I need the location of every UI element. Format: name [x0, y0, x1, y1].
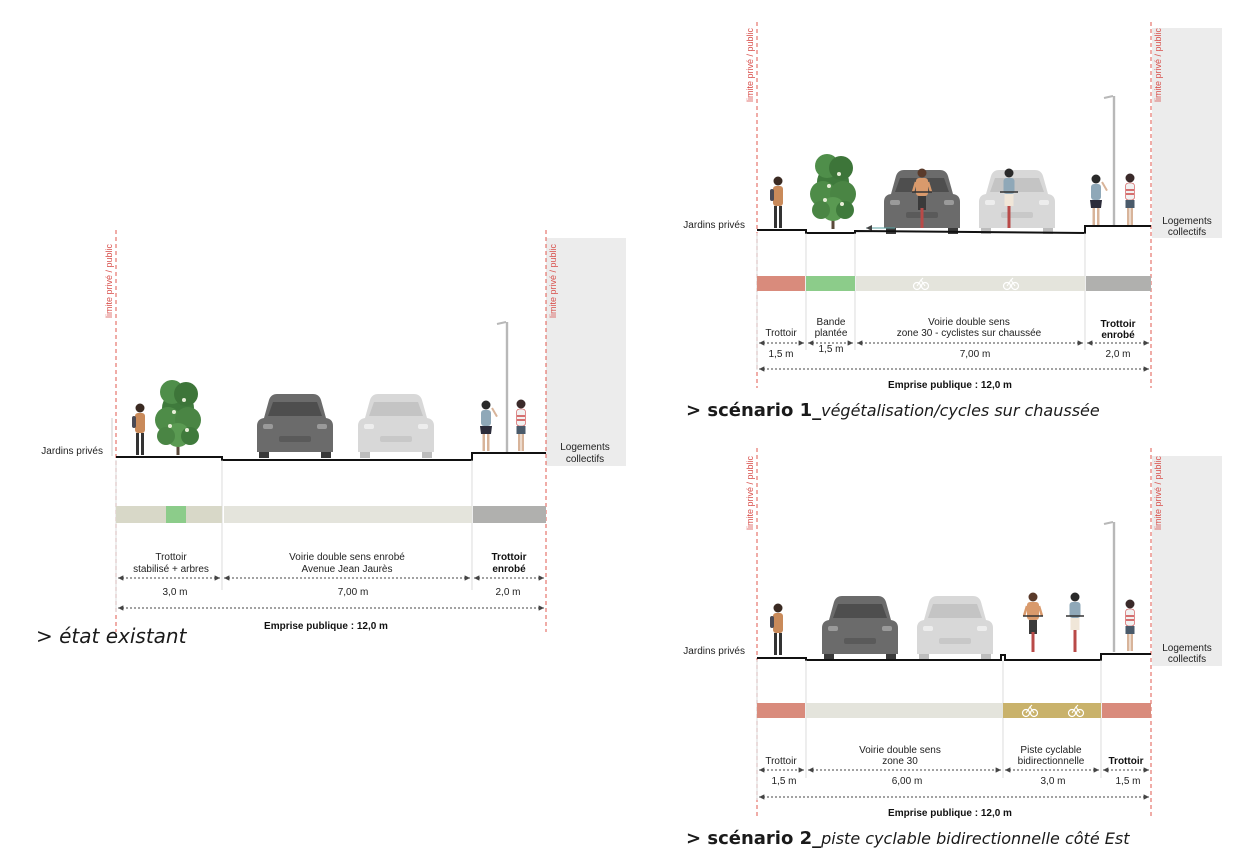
building-block [1152, 456, 1222, 666]
dimension-label: 1,5 m [771, 776, 796, 787]
surface-cycle-track [1003, 703, 1101, 718]
pedestrian-icon [1124, 598, 1136, 652]
cyclist-icon [1021, 591, 1045, 654]
scenario2-section: limite privé / public limite privé / pub… [683, 448, 1222, 819]
segment-label: stabilisé + arbres [133, 564, 209, 575]
pedestrian-icon [770, 176, 783, 228]
limit-label-left: limite privé / public [745, 27, 755, 102]
dimension-label: 3,0 m [162, 587, 187, 598]
caption-title: > scénario 1_ [686, 400, 822, 421]
segment-label: enrobé [1101, 330, 1135, 341]
segment-label: zone 30 - cyclistes sur chaussée [897, 328, 1042, 339]
segment-label: plantée [815, 328, 848, 339]
scenario1-section: limite privé / public limite privé / pub… [683, 22, 1222, 391]
segment-label: Trottoir [155, 552, 187, 563]
surface-planting [806, 276, 855, 291]
surface-road [856, 276, 1085, 291]
pedestrian-icon [515, 398, 527, 452]
segment-label: Trottoir [492, 552, 527, 563]
ground-profile [116, 452, 546, 461]
caption-text: > état existant [36, 624, 187, 648]
left-side-label: Jardins privés [683, 220, 745, 231]
car-icon [822, 596, 898, 660]
segment-label: Piste cyclable [1020, 745, 1082, 756]
segment-label: Trottoir [765, 756, 797, 767]
caption-subtitle: végétalisation/cycles sur chaussée [821, 401, 1100, 420]
pedestrian-icon [132, 403, 145, 455]
caption-scenario2: > scénario 2_piste cyclable bidirectionn… [686, 828, 1129, 849]
limit-label-left: limite privé / public [104, 243, 114, 318]
pedestrian-icon [1090, 174, 1108, 225]
limit-label-right: limite privé / public [548, 243, 558, 318]
segment-label: Avenue Jean Jaurès [302, 564, 393, 575]
segment-label: Voirie double sens enrobé [289, 552, 405, 563]
segment-label: Voirie double sens [928, 317, 1010, 328]
caption-subtitle: piste cyclable bidirectionnelle côté Est [821, 829, 1130, 848]
total-width-label: Emprise publique : 12,0 m [888, 380, 1012, 391]
right-side-label: Logements [1162, 216, 1211, 227]
surface-road [806, 703, 1003, 718]
surface-sidewalk [1086, 276, 1151, 291]
segment-label: enrobé [492, 564, 526, 575]
total-width-label: Emprise publique : 12,0 m [264, 621, 388, 632]
surface-sidewalk [1102, 703, 1151, 718]
tree-icon [810, 154, 856, 229]
caption-existing: > état existant [36, 624, 186, 648]
streetlight-icon [1103, 521, 1117, 653]
segment-label: zone 30 [882, 756, 918, 767]
left-side-label: Jardins privés [683, 646, 745, 657]
building-block [1152, 28, 1222, 238]
dimension-label: 7,00 m [338, 587, 369, 598]
right-side-label: collectifs [1168, 654, 1206, 665]
segment-label: Trottoir [765, 328, 797, 339]
limit-label-right: limite privé / public [1153, 27, 1163, 102]
dimension-label: 6,00 m [892, 776, 923, 787]
right-side-label: Logements [1162, 643, 1211, 654]
car-icon [917, 596, 993, 660]
dimension-label: 3,0 m [1040, 776, 1065, 787]
surface-sidewalk [757, 276, 805, 291]
car-icon [979, 170, 1055, 234]
car-icon [358, 394, 434, 458]
dimension-label: 2,0 m [495, 587, 520, 598]
ground-profile [757, 653, 1151, 661]
dimension-label: 2,0 m [1105, 349, 1130, 360]
total-width-label: Emprise publique : 12,0 m [888, 808, 1012, 819]
surface-road [224, 506, 472, 523]
right-side-label: collectifs [1168, 227, 1206, 238]
segment-label: Voirie double sens [859, 745, 941, 756]
segment-label: Trottoir [1101, 319, 1136, 330]
car-icon [257, 394, 333, 458]
dimension-label: 1,5 m [1115, 776, 1140, 787]
pedestrian-icon [1124, 172, 1136, 226]
limit-label-left: limite privé / public [745, 455, 755, 530]
pedestrian-icon [480, 400, 498, 451]
streetlight-icon [1103, 95, 1117, 227]
caption-title: > scénario 2_ [686, 828, 822, 849]
streetlight-icon [496, 321, 510, 453]
tree-icon [155, 380, 201, 455]
dimension-label: 1,5 m [768, 349, 793, 360]
building-block [546, 238, 626, 466]
dimension-label: 7,00 m [960, 349, 991, 360]
surface-planting [166, 506, 186, 523]
segment-label: Trottoir [1109, 756, 1144, 767]
dimension-label: 1,5 m [818, 344, 843, 355]
existing-section: limite privé / public limite privé / pub… [41, 230, 626, 632]
left-side-label: Jardins privés [41, 446, 103, 457]
right-side-label: Logements [560, 442, 609, 453]
right-side-label: collectifs [566, 454, 604, 465]
pedestrian-icon [770, 603, 783, 655]
surface-sidewalk [473, 506, 546, 523]
ground-profile [757, 225, 1151, 235]
limit-label-right: limite privé / public [1153, 455, 1163, 530]
segment-label: Bande [817, 317, 846, 328]
surface-sidewalk [757, 703, 805, 718]
caption-scenario1: > scénario 1_végétalisation/cycles sur c… [686, 400, 1100, 421]
cyclist-icon [1065, 591, 1085, 653]
segment-label: bidirectionnelle [1018, 756, 1085, 767]
